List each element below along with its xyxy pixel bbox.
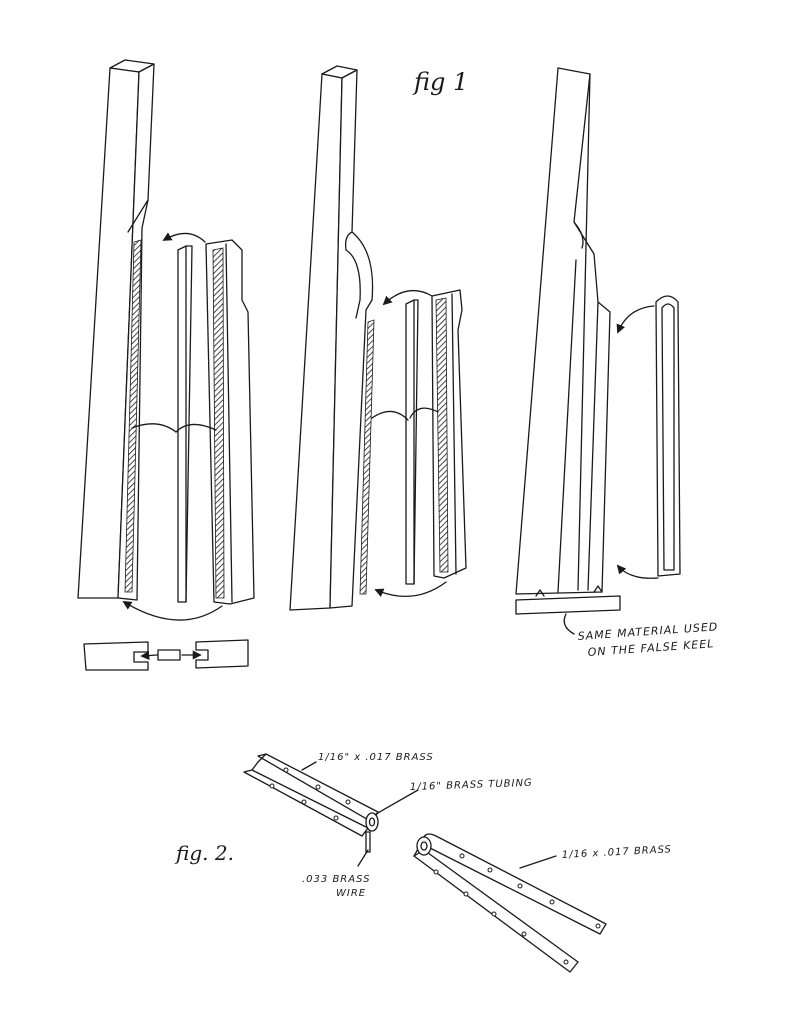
arrow-assemble-middle bbox=[374, 581, 447, 598]
label-tubing: 1/16" BRASS TUBING bbox=[410, 778, 533, 793]
u-frame-right bbox=[655, 295, 681, 577]
arrow-insert-right-top bbox=[616, 305, 655, 334]
joint-detail bbox=[83, 639, 249, 671]
brass-tubing-hinge-lower bbox=[416, 836, 432, 856]
rudder-post-left bbox=[77, 59, 155, 601]
brass-tubing-hinge-upper bbox=[365, 812, 379, 832]
figure-2-caption: fig. 2. bbox=[174, 841, 234, 865]
label-wire-line-1: .033 BRASS bbox=[302, 874, 370, 885]
joint-line-left-2 bbox=[131, 423, 177, 433]
spline-strip-left bbox=[177, 245, 193, 603]
brass-strap-lower bbox=[413, 833, 607, 973]
false-keel-strip bbox=[515, 585, 621, 615]
leader-strap-top bbox=[301, 761, 317, 771]
leader-strap-right bbox=[519, 855, 557, 869]
joint-line-middle-1 bbox=[409, 407, 439, 419]
joint-line-middle-2 bbox=[371, 410, 409, 421]
figure-1: fig 1 SAME MATERIAL USED ON THE FALSE KE… bbox=[77, 59, 719, 671]
figure-1-caption: fig 1 bbox=[412, 68, 468, 96]
label-wire-line-2: WIRE bbox=[336, 888, 366, 899]
rudder-post-middle bbox=[289, 65, 375, 611]
arrow-insert-left bbox=[162, 232, 206, 243]
hatched-slot-left-blade bbox=[212, 247, 225, 599]
label-strap-top: 1/16" x .017 BRASS bbox=[318, 752, 434, 763]
joint-line-left-1 bbox=[175, 423, 217, 433]
brass-strap-upper bbox=[243, 753, 379, 837]
note-leader bbox=[563, 613, 575, 635]
leader-tubing bbox=[375, 789, 419, 815]
hatched-slot-left-post bbox=[124, 239, 142, 593]
arrow-assemble-left bbox=[122, 601, 223, 621]
brass-wire-pin bbox=[365, 831, 371, 853]
rudder-finished-right bbox=[515, 67, 611, 595]
arrow-insert-right-bottom bbox=[616, 564, 659, 579]
label-strap-right: 1/16 x .017 BRASS bbox=[562, 844, 673, 861]
leader-wire bbox=[357, 849, 369, 867]
arrow-insert-middle bbox=[382, 289, 433, 306]
blade-strip-left bbox=[205, 239, 255, 605]
hatched-slot-middle-post bbox=[359, 319, 375, 595]
spline-strip-middle bbox=[405, 299, 419, 585]
blade-strip-middle bbox=[431, 289, 467, 579]
figure-2: fig. 2. 1/16" x .017 BRASS 1/16" BRASS T… bbox=[174, 752, 673, 973]
hatched-slot-middle-blade bbox=[435, 297, 449, 573]
